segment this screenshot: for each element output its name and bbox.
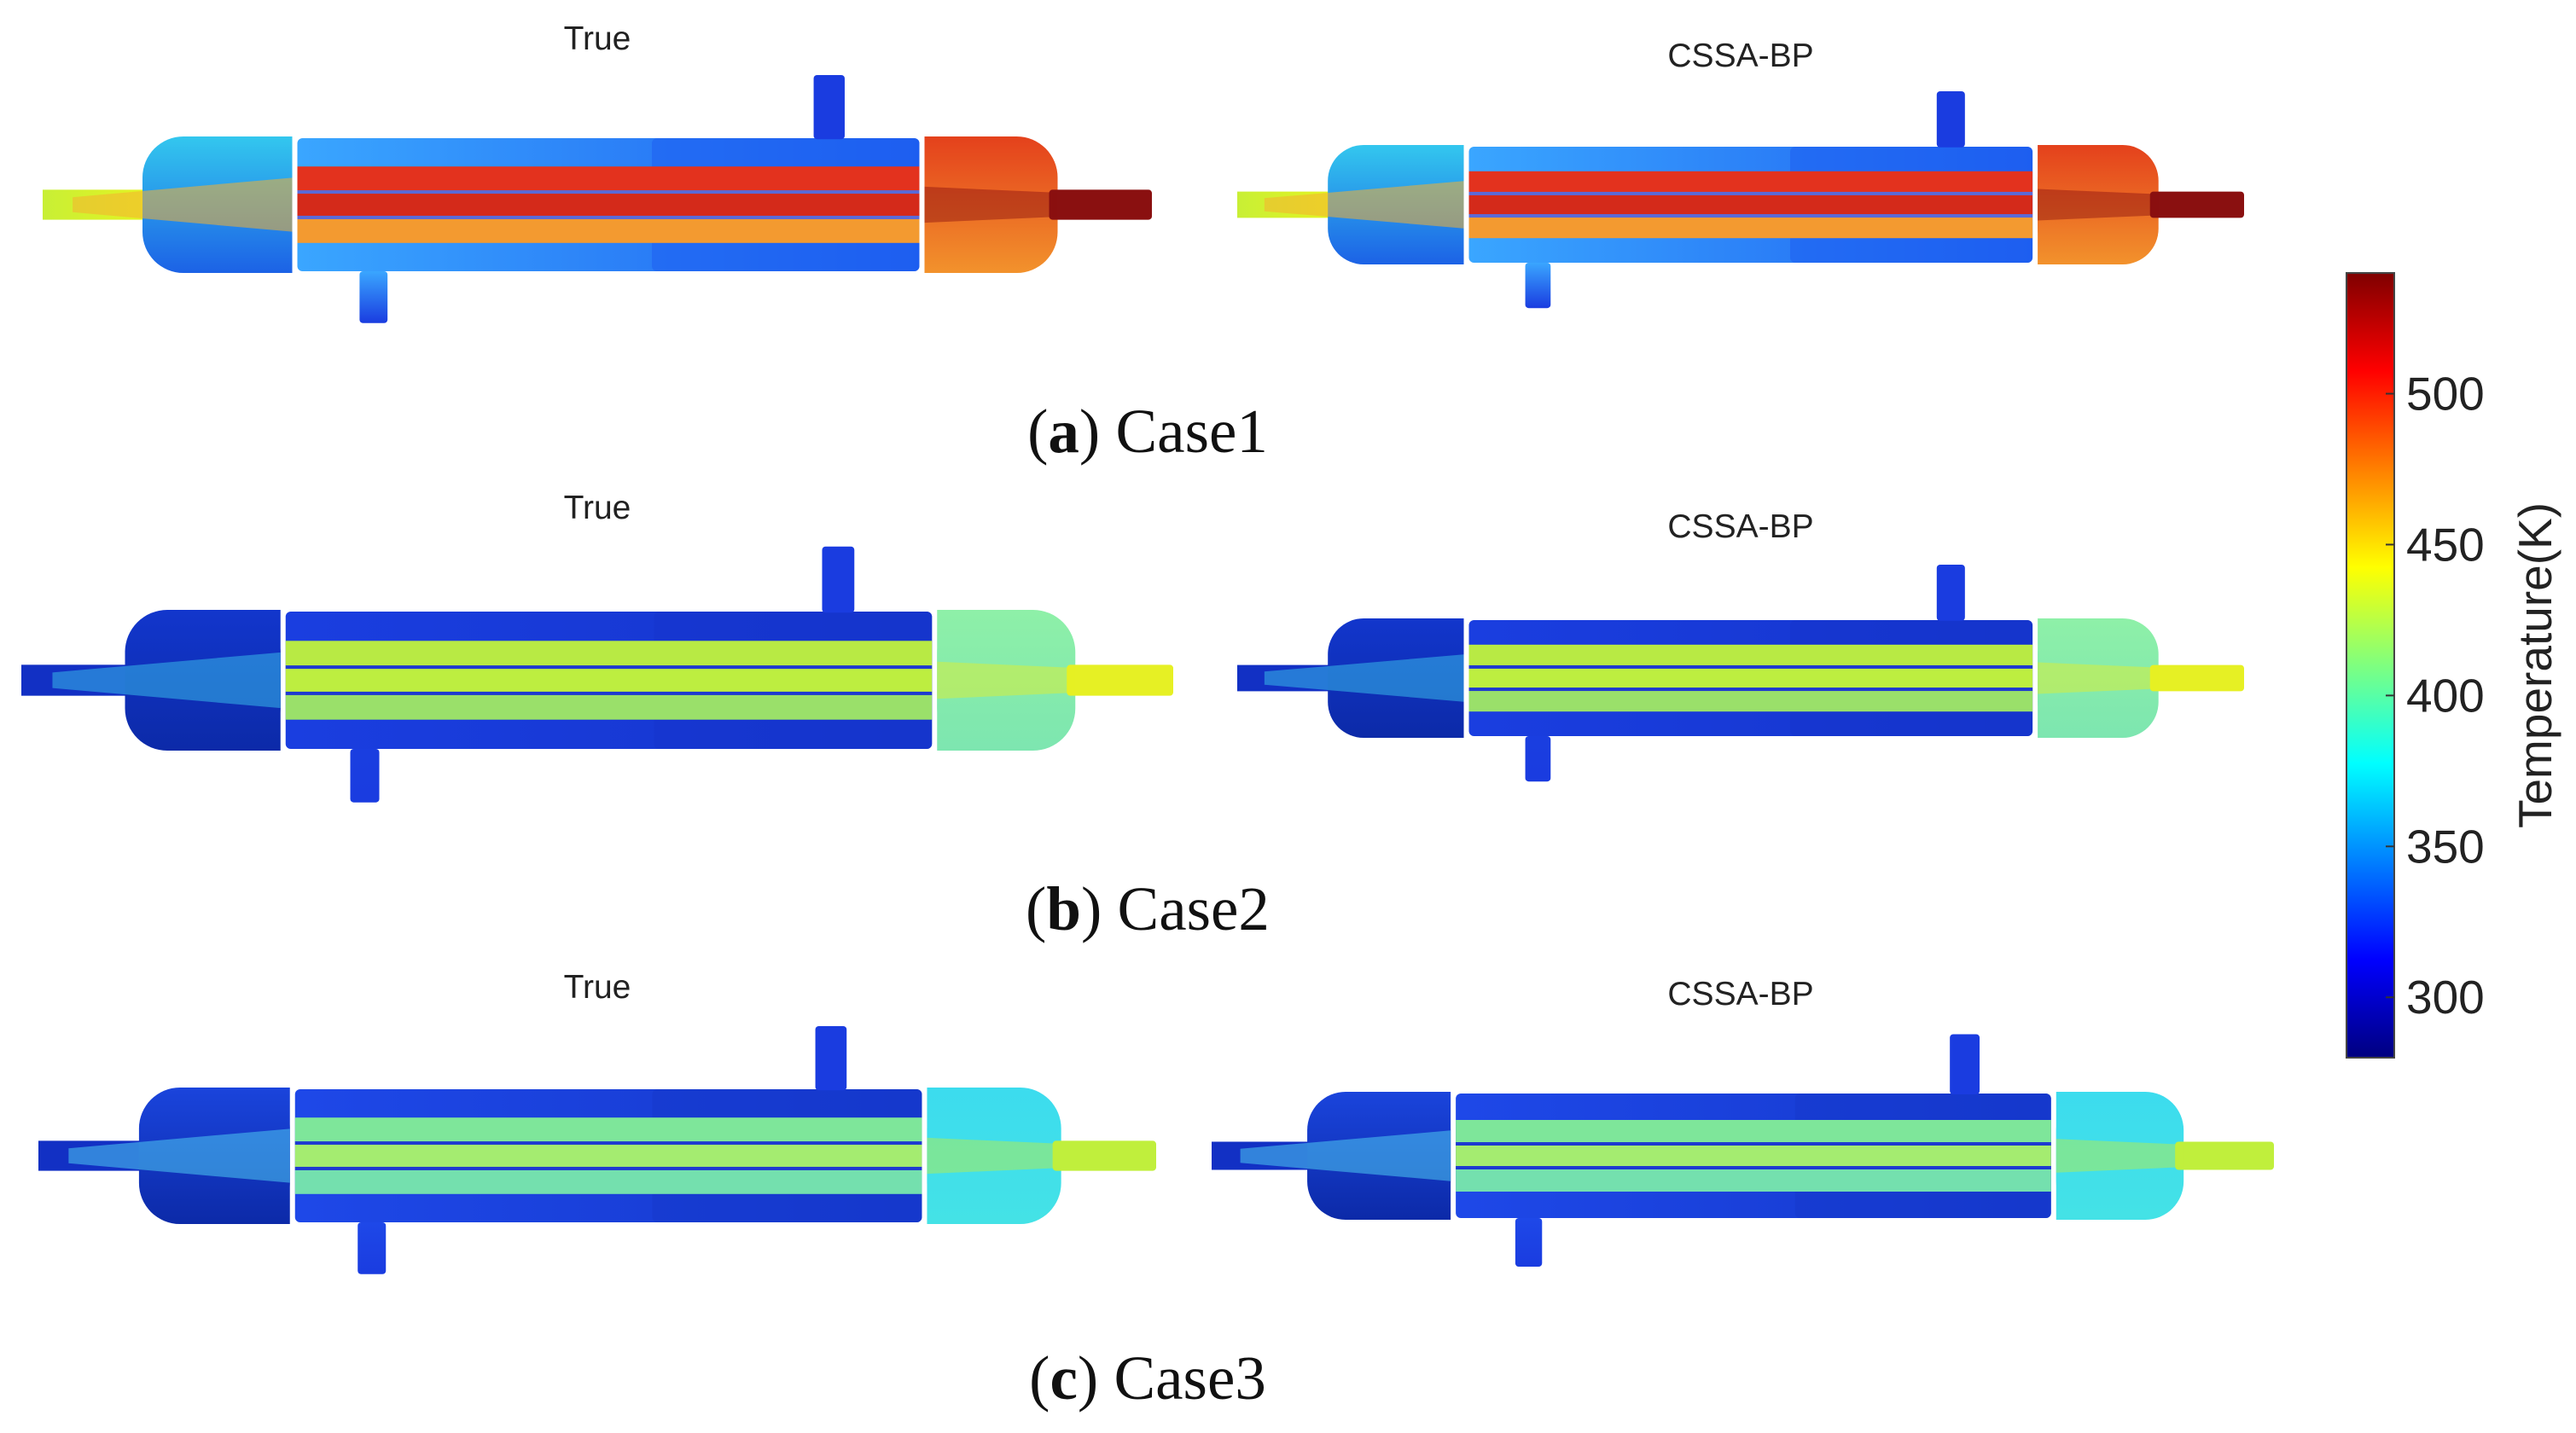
outlet-plume [927,1137,1061,1175]
tube-row-top [1456,1120,2051,1144]
tube-row-middle [285,667,933,693]
inlet-jet [52,652,281,709]
tube-row-top [1468,644,2033,667]
caption-case2: (b) Case2 [1026,874,1270,943]
outlet-plume [2038,662,2159,694]
tube-divider [1468,664,2033,669]
outlet-pipe [1049,189,1152,220]
top-nozzle [1950,1034,1980,1094]
tube-divider [1468,687,2033,692]
outlet-plume [2038,189,2159,221]
panel-case3: True CSSA-BP (c) Case3 [38,969,2274,1413]
tube-row-middle [294,1143,922,1169]
tube-row-bottom [297,217,920,243]
tube-row-bottom [285,693,933,720]
tube-divider [1456,1166,2051,1169]
title-cssa-bp: CSSA-BP [1667,508,1813,545]
panel-case1: True CSSA-BP (a) Case1 [43,20,2244,466]
tube-row-middle [297,192,920,218]
tube-row-top [1468,171,2033,194]
exchanger-cssa-bp [1237,91,2244,309]
colorbar-tick-label: 500 [2406,368,2485,421]
tube-divider [1468,214,2033,218]
tube-row-top [297,166,920,193]
title-true: True [564,490,631,526]
bottom-nozzle [359,271,388,323]
colorbar-tick-label: 400 [2406,669,2485,722]
tube-row-bottom [294,1168,922,1194]
tube-divider [297,190,920,194]
bottom-nozzle [1525,736,1551,782]
right-head-flange [927,1088,988,1224]
exchanger-true [21,546,1173,803]
caption-case1: (a) Case1 [1027,397,1268,466]
outlet-plume [937,661,1076,699]
outlet-pipe [1052,1140,1156,1171]
colorbar-tick-label: 300 [2406,971,2485,1024]
title-true: True [564,969,631,1006]
right-head-flange [937,610,1000,751]
exchanger-cssa-bp [1237,565,2244,782]
colorbar-gradient [2346,272,2395,1059]
top-nozzle [822,546,855,613]
title-true: True [564,20,631,57]
inlet-jet [1264,181,1464,229]
tube-divider [285,665,933,670]
tube-divider [294,1166,922,1170]
top-nozzle [815,1026,847,1091]
colorbar-label: Temperature(K) [2509,502,2561,828]
outlet-pipe [2149,191,2244,218]
bottom-nozzle [358,1222,387,1274]
right-head-flange [2056,1092,2114,1220]
right-head-flange [2038,618,2092,738]
exchanger-true [43,75,1152,323]
tube-divider [285,691,933,695]
caption-case3: (c) Case3 [1029,1343,1266,1413]
right-head-flange [924,136,985,273]
inlet-jet [73,177,293,232]
outlet-plume [2056,1139,2184,1173]
panel-case2: True CSSA-BP (b) Case2 [21,490,2244,943]
colorbar-tick-label: 350 [2406,820,2485,873]
colorbar-tick-label: 450 [2406,518,2485,571]
tube-row-middle [1468,193,2033,217]
tube-divider [297,215,920,219]
inlet-jet [1264,654,1464,702]
colorbar-ticks: 500 450 400 350 300 [2386,368,2485,1024]
tube-row-top [294,1117,922,1144]
top-nozzle [1936,91,1965,148]
outlet-pipe [2175,1141,2274,1170]
outlet-pipe [2149,664,2244,692]
tube-row-bottom [1468,689,2033,712]
inlet-jet [68,1128,290,1183]
top-nozzle [1936,565,1965,621]
tube-row-bottom [1468,216,2033,239]
right-head-flange [2038,145,2092,264]
exchanger-cssa-bp [1212,1034,2274,1267]
title-cssa-bp: CSSA-BP [1667,976,1813,1012]
tube-divider [1456,1142,2051,1146]
tube-divider [294,1141,922,1146]
top-nozzle [813,75,845,140]
bottom-nozzle [1525,263,1551,309]
tube-row-top [285,641,933,668]
exchanger-true [38,1026,1156,1274]
outlet-pipe [1067,664,1173,696]
colorbar: 500 450 400 350 300 Temperature(K) [2346,272,2561,1059]
outlet-plume [924,186,1058,223]
tube-row-bottom [1456,1168,2051,1192]
tube-row-middle [1456,1144,2051,1168]
bottom-nozzle [1515,1218,1543,1267]
title-cssa-bp: CSSA-BP [1667,38,1813,74]
bottom-nozzle [350,749,380,803]
inlet-jet [1240,1130,1451,1181]
tube-divider [1468,191,2033,195]
tube-row-middle [1468,666,2033,690]
